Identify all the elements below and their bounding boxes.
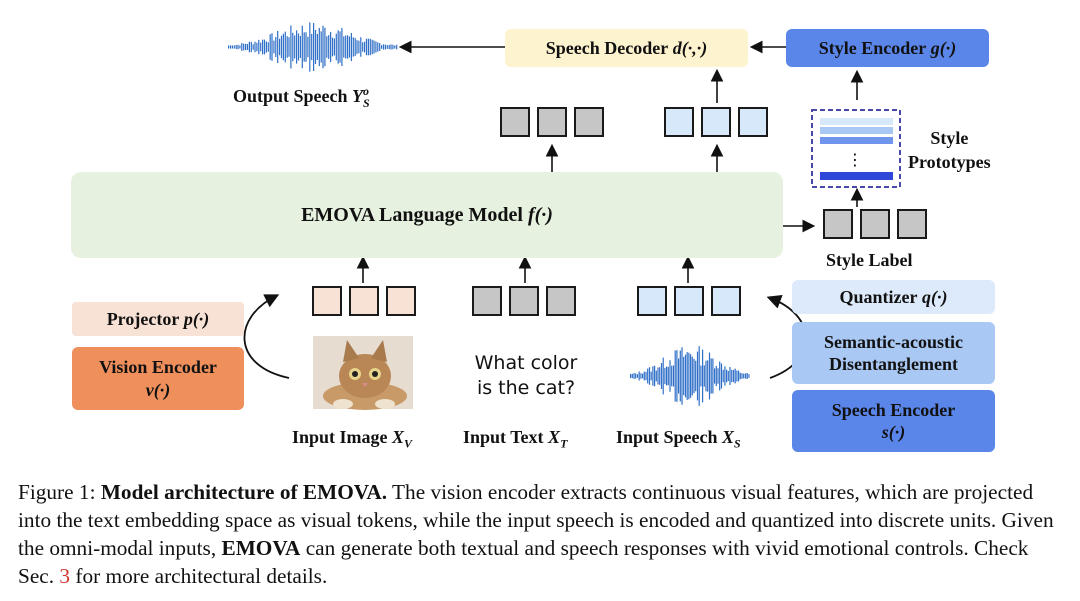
output-speech-token	[738, 107, 768, 137]
vision-encoder-func: v(·)	[145, 379, 171, 400]
output-speech-token	[701, 107, 731, 137]
input-text-question: What color is the cat?	[466, 351, 586, 401]
input-text-token	[472, 286, 502, 316]
curved-arrow-vision	[243, 294, 290, 379]
input-text-token	[546, 286, 576, 316]
output-speech-text: Output Speech	[233, 86, 348, 106]
input-speech-token	[637, 286, 667, 316]
style-label-token	[860, 209, 890, 239]
quantizer-box: Quantizer q(·)	[792, 280, 995, 314]
style-prototypes-line1: Style	[930, 128, 969, 148]
quantizer-label: Quantizer	[839, 286, 918, 307]
input-text-sub: T	[560, 436, 568, 451]
style-prototypes-frame	[811, 109, 901, 188]
style-label-token	[823, 209, 853, 239]
output-speech-label: Output Speech YoS	[233, 84, 370, 111]
caption-part2: can generate both textual and speech res…	[18, 536, 1029, 588]
prototype-bar-3	[820, 137, 893, 144]
speech-decoder-box: Speech Decoder d(·,·)	[505, 29, 748, 67]
figure-caption: Figure 1: Model architecture of EMOVA. T…	[18, 478, 1068, 590]
projector-func: p(·)	[183, 308, 210, 329]
question-line2: is the cat?	[476, 377, 576, 399]
style-label-token	[897, 209, 927, 239]
projector-label: Projector	[106, 308, 180, 329]
disentanglement-line2: Disentanglement	[829, 354, 958, 374]
output-text-token	[500, 107, 530, 137]
input-text-symbol: X	[548, 427, 561, 447]
style-label-text: Style Label	[826, 250, 913, 270]
language-model-box: EMOVA Language Model f(·)	[71, 172, 783, 258]
caption-title: Model architecture of EMOVA.	[100, 480, 388, 504]
input-image-symbol: X	[392, 427, 405, 447]
style-encoder-box: Style Encoder g(·)	[786, 29, 989, 67]
input-text-label: Input Text XT	[463, 427, 567, 452]
speech-encoder-func: s(·)	[881, 422, 906, 442]
input-image-token	[349, 286, 379, 316]
input-image-token	[312, 286, 342, 316]
prototype-bar-1	[820, 118, 893, 125]
language-model-label: EMOVA Language Model	[301, 203, 523, 226]
prototype-ellipsis: ⋮	[847, 150, 863, 169]
vision-encoder-box: Vision Encoder v(·)	[72, 347, 244, 410]
input-speech-text: Input Speech	[616, 427, 718, 447]
caption-part1: The vision encoder extracts continuous v…	[18, 480, 1054, 560]
input-image-token	[386, 286, 416, 316]
output-text-token	[574, 107, 604, 137]
output-speech-sub: S	[363, 95, 370, 110]
input-image-label: Input Image XV	[292, 427, 412, 452]
speech-encoder-label: Speech Encoder	[831, 399, 956, 420]
speech-encoder-box: Speech Encoder s(·)	[792, 390, 995, 452]
input-text-text: Input Text	[463, 427, 544, 447]
output-speech-sup: o	[363, 84, 370, 98]
input-image-sub: V	[404, 436, 413, 451]
disentanglement-box: Semantic-acoustic Disentanglement	[792, 322, 995, 384]
projector-box: Projector p(·)	[72, 302, 244, 336]
style-prototypes-line2: Prototypes	[908, 152, 991, 172]
input-speech-label: Input Speech XS	[616, 427, 741, 452]
caption-section-ref[interactable]: 3	[59, 564, 71, 588]
speech-decoder-label: Speech Decoder	[545, 37, 669, 58]
caption-part3: for more architectural details.	[70, 564, 328, 588]
speech-decoder-func: d(·,·)	[672, 37, 708, 58]
caption-emova: EMOVA	[221, 536, 301, 560]
output-waveform-icon	[228, 22, 398, 72]
style-encoder-func: g(·)	[930, 37, 957, 58]
language-model-func: f(·)	[527, 203, 553, 226]
input-speech-sub: S	[734, 436, 741, 451]
prototype-bar-2	[820, 127, 893, 134]
input-text-token	[509, 286, 539, 316]
disentanglement-line1: Semantic-acoustic	[824, 331, 963, 352]
input-speech-token	[674, 286, 704, 316]
input-image-text: Input Image	[292, 427, 388, 447]
output-speech-token	[664, 107, 694, 137]
input-waveform-icon	[630, 346, 750, 406]
caption-prefix: Figure 1:	[18, 480, 101, 504]
output-speech-symbol: Y	[352, 86, 364, 106]
input-speech-symbol: X	[722, 427, 735, 447]
style-encoder-label: Style Encoder	[818, 37, 927, 58]
prototype-bar-4	[820, 172, 893, 180]
style-prototypes-label: Style Prototypes	[908, 126, 991, 174]
output-text-token	[537, 107, 567, 137]
quantizer-func: q(·)	[922, 286, 948, 307]
input-speech-token	[711, 286, 741, 316]
cat-photo	[313, 336, 413, 410]
vision-encoder-label: Vision Encoder	[99, 357, 217, 377]
question-line1: What color	[474, 352, 578, 374]
